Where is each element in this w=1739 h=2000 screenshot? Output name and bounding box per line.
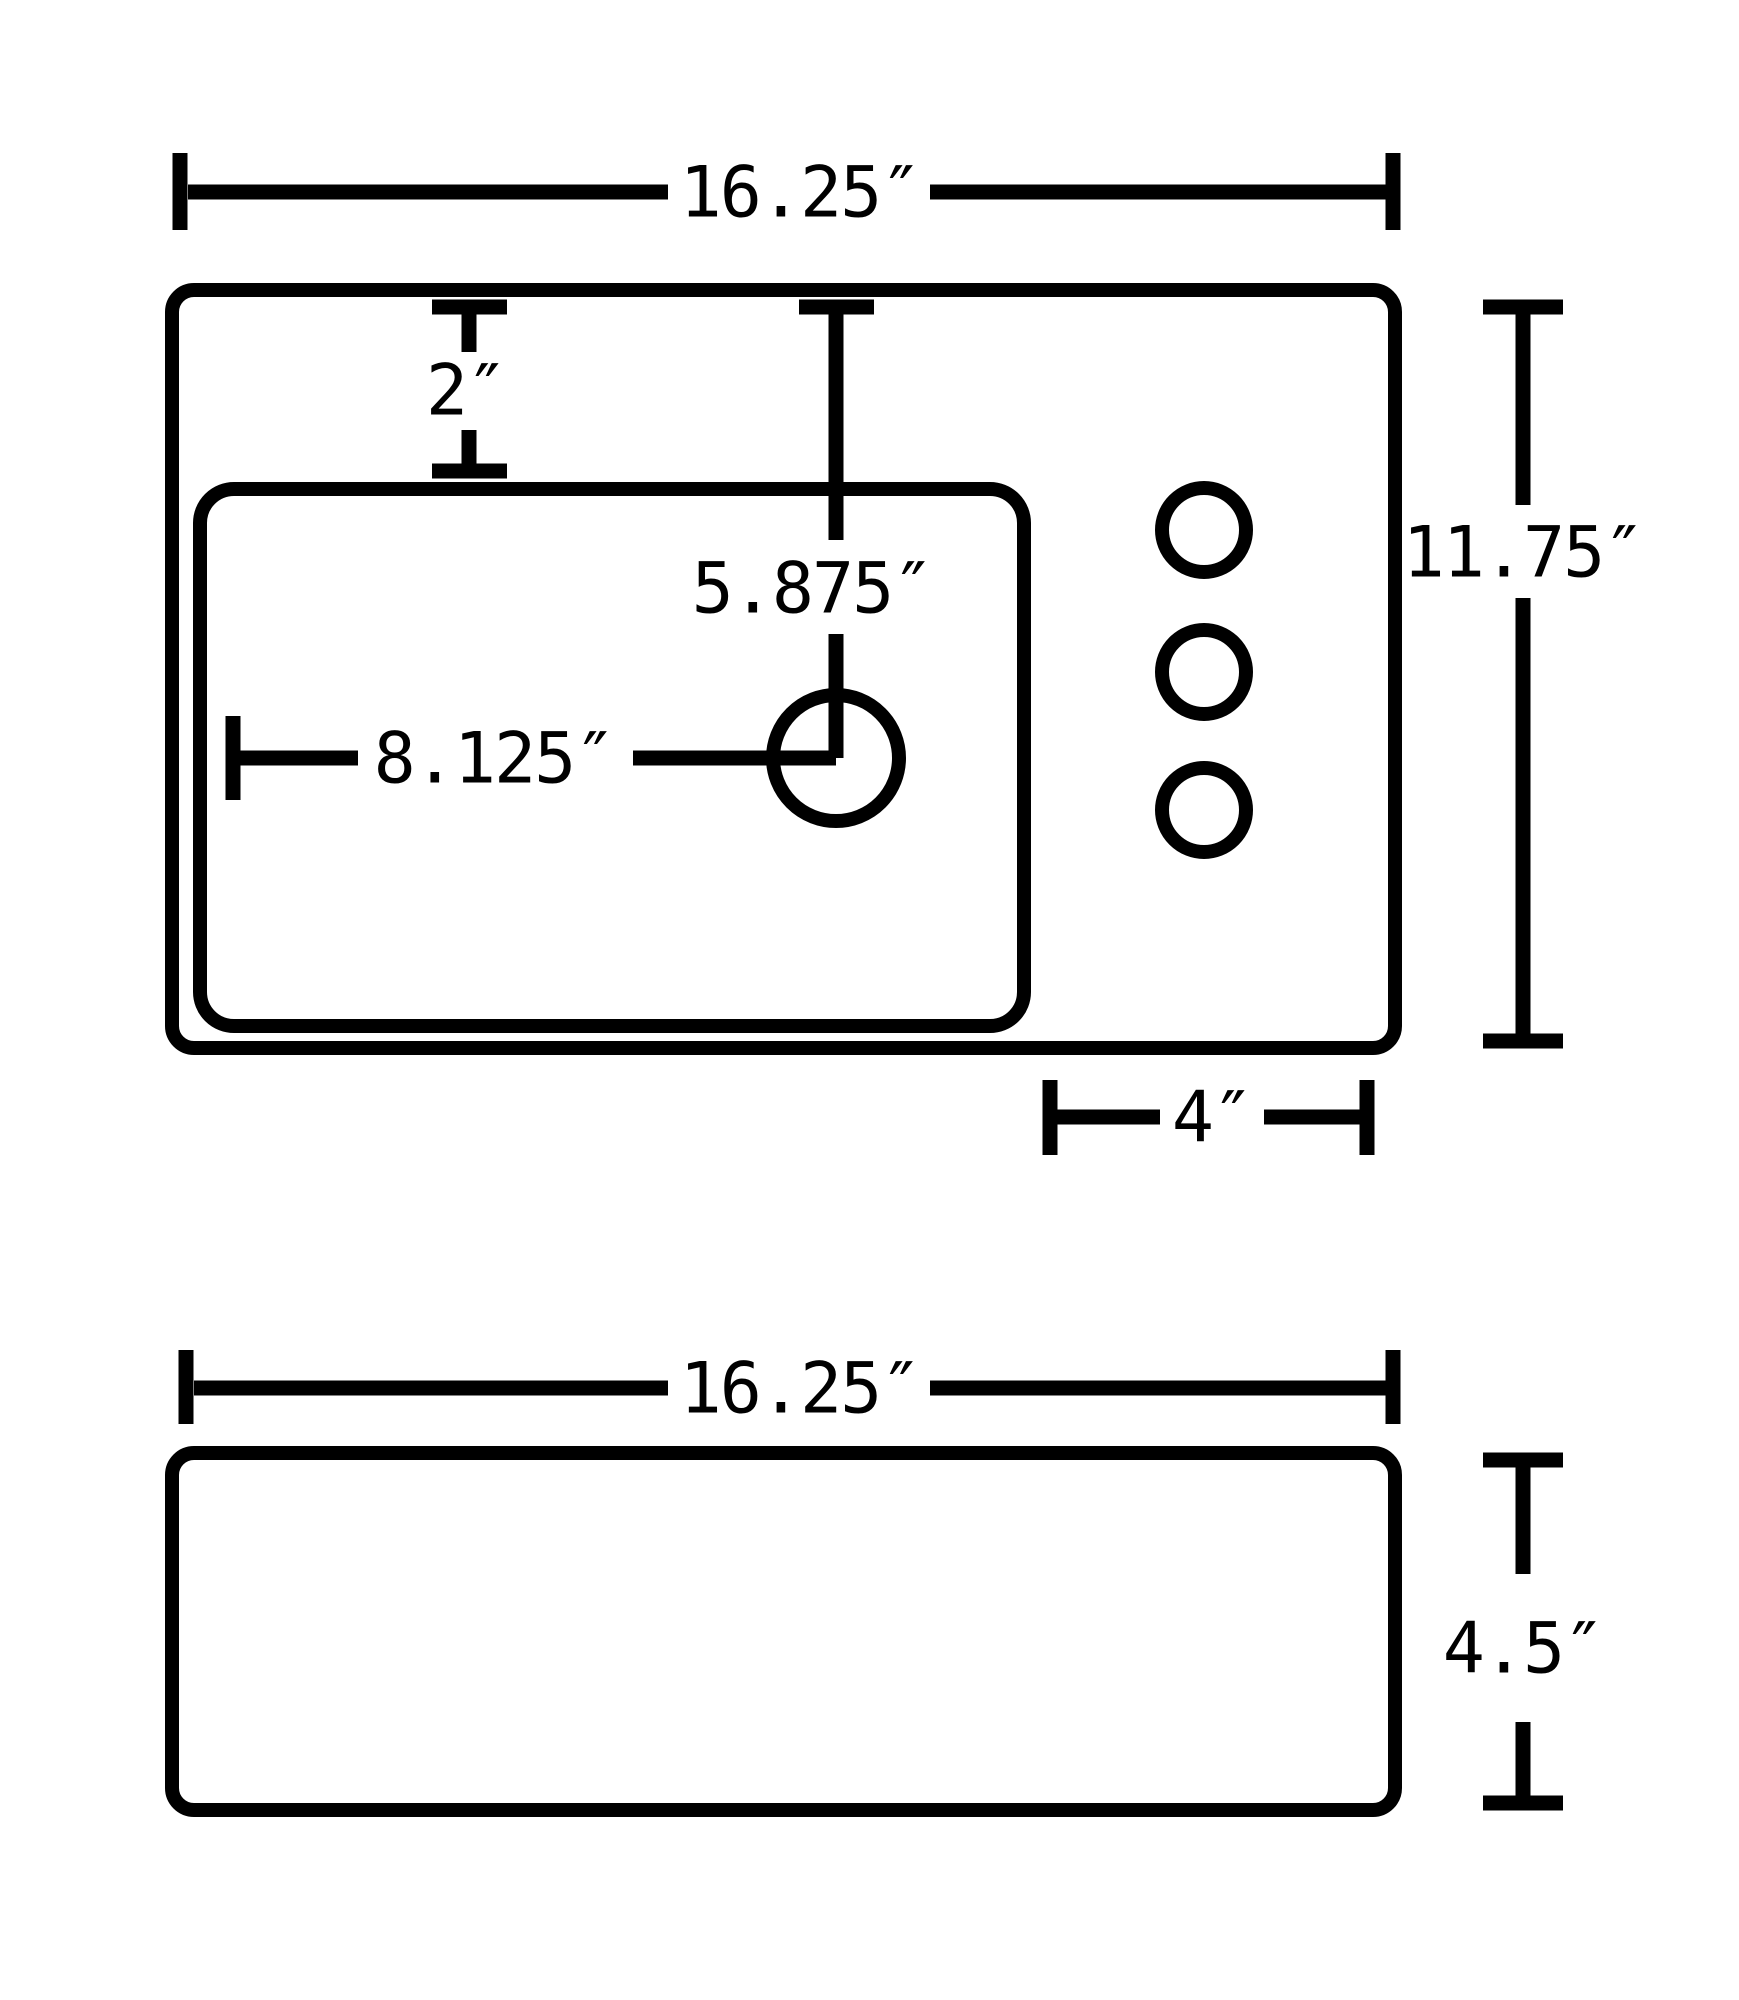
faucet-hole-2 bbox=[1155, 623, 1253, 721]
dim-label-overall-depth: 11.75″ bbox=[1403, 512, 1644, 594]
dim-faucet-deck-width: 4″ bbox=[1042, 1077, 1375, 1159]
dim-basin-top-inset: 2″ bbox=[426, 299, 508, 479]
faucet-hole-3 bbox=[1155, 761, 1253, 859]
sink-outline-front-view bbox=[165, 1446, 1402, 1817]
basin-outline bbox=[193, 482, 1031, 1033]
dim-overall-width-top: 16.25″ bbox=[172, 152, 1401, 234]
dim-drain-from-top: 5.875″ bbox=[692, 299, 934, 758]
dim-label-drain-from-top: 5.875″ bbox=[692, 548, 933, 630]
sink-outline-top-view bbox=[165, 283, 1402, 1055]
faucet-hole-1 bbox=[1155, 481, 1253, 579]
dim-label-overall-width-front: 16.25″ bbox=[680, 1348, 921, 1430]
dim-label-overall-width-top: 16.25″ bbox=[680, 152, 921, 234]
front-view: 16.25″ 4.5″ bbox=[165, 1348, 1605, 1817]
dim-overall-depth: 11.75″ bbox=[1403, 299, 1645, 1049]
dim-overall-height-front: 4.5″ bbox=[1443, 1452, 1605, 1811]
dim-label-drain-from-left: 8.125″ bbox=[374, 718, 615, 800]
dim-overall-width-front: 16.25″ bbox=[178, 1348, 1401, 1430]
dim-drain-from-left: 8.125″ bbox=[225, 716, 836, 800]
top-view: 16.25″ 2″ 5.875″ bbox=[165, 152, 1645, 1159]
dim-label-basin-inset: 2″ bbox=[426, 350, 506, 432]
dim-label-deck-width: 4″ bbox=[1172, 1077, 1252, 1159]
dim-label-overall-height-front: 4.5″ bbox=[1443, 1608, 1604, 1690]
